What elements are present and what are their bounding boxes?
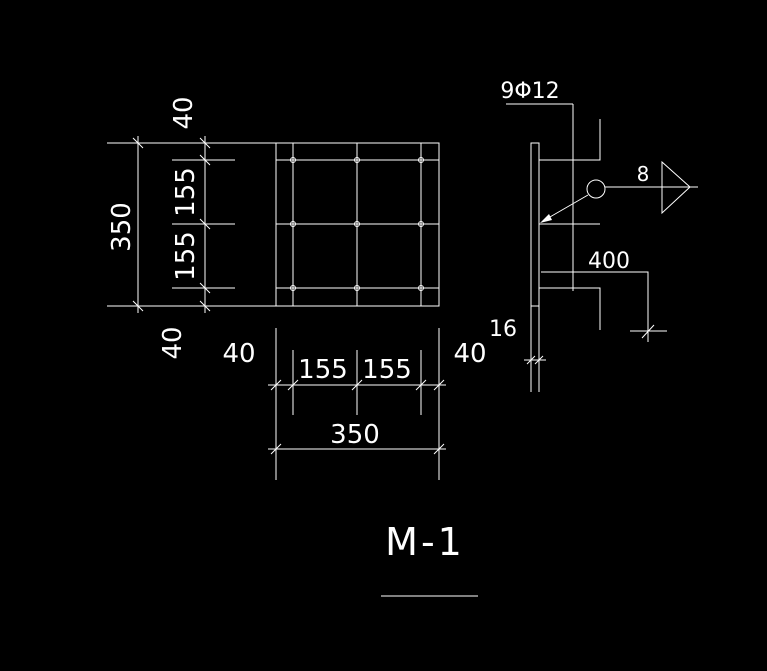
dim-label-total: 350 [330,420,380,450]
tick [433,443,445,455]
dim-label-spacing-2: 155 [362,355,412,385]
anchor-dot [418,221,424,227]
anchor-bars [539,104,601,330]
anchor-dot [290,157,296,163]
anchor-dot [354,221,360,227]
anchor-bar-top [539,119,601,161]
dim-label-spacing-1: 155 [298,355,348,385]
anchor-dot [290,221,296,227]
embed-plate [530,142,540,307]
tick [641,324,655,339]
dim-label-right-edge: 40 [453,339,486,369]
anchor-length-leader [541,271,649,342]
tick [199,300,211,312]
dim-label-left-edge: 40 [222,339,255,369]
tick [534,355,544,365]
anchor-length-label: 400 [588,249,630,274]
anchor-bars-label: 9Φ12 [500,79,559,104]
anchor-dot [290,285,296,291]
anchor-bar-dots [290,157,424,291]
tick [199,218,211,230]
dim-label-bottom-edge: 40 [158,326,188,359]
section-view: 16 9Φ12 8 400 [489,79,698,392]
weld-size-label: 8 [637,162,650,186]
weld-symbol: 8 [540,160,698,223]
tick [415,379,427,391]
anchor-dot [354,157,360,163]
dim-label-spacing-2: 155 [171,231,201,281]
tick [433,379,445,391]
weld-arrow-line [542,194,589,222]
tick [270,379,282,391]
weld-all-around-circle [586,179,606,199]
vertical-dimensions: 40 155 155 40 350 [107,96,276,360]
horizontal-dimensions: 40 155 155 40 350 [222,328,487,480]
tick [199,282,211,294]
tick [132,300,144,312]
anchor-dot [354,285,360,291]
dim-label-total: 350 [107,202,137,252]
dim-label-top-edge: 40 [169,96,199,129]
anchor-dot [418,157,424,163]
plan-view: 40 155 155 40 350 40 1 [107,96,487,480]
anchor-dot [418,285,424,291]
tick [199,137,211,149]
tick [351,379,363,391]
drawing-title: M-1 [385,520,465,564]
plate-thickness-label: 16 [489,317,517,342]
tick [132,137,144,149]
tick [199,154,211,166]
dim-label-spacing-1: 155 [171,167,201,217]
tick [270,443,282,455]
anchor-length-callout: 400 [541,249,667,342]
weld-arrow-head [540,214,552,223]
drawing-title-block: M-1 [381,520,478,597]
anchor-bar-bottom [539,287,601,330]
tick [287,379,299,391]
weld-tail-triangle [661,160,691,215]
tick [526,355,536,365]
